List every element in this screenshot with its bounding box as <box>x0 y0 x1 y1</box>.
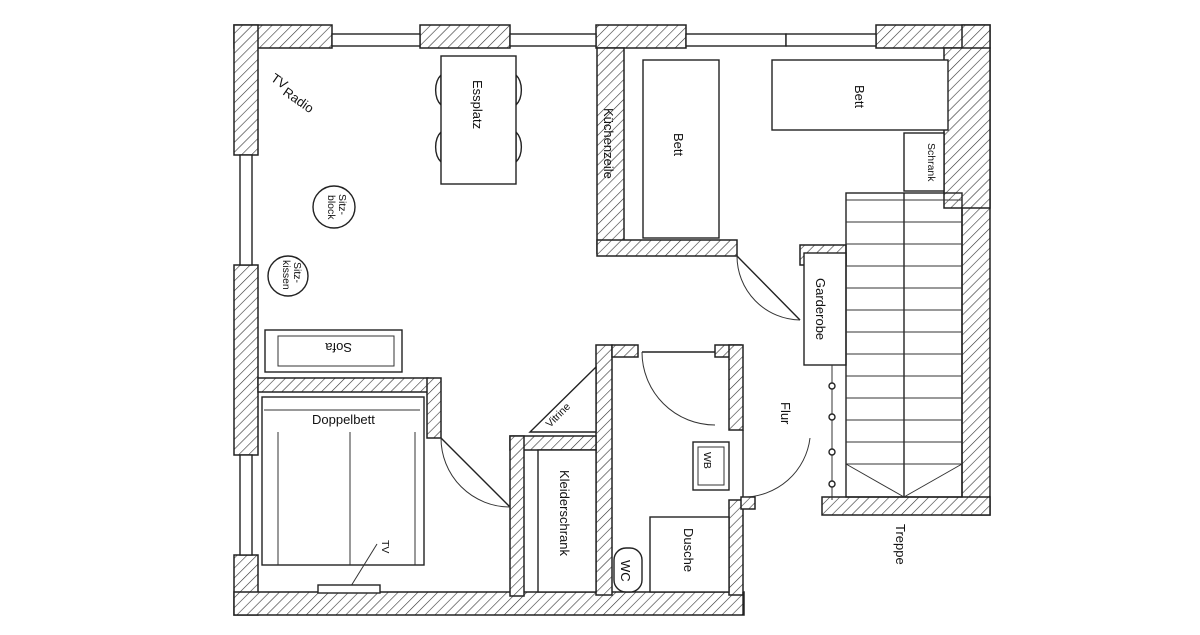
staircase <box>845 192 963 498</box>
tv-pointer <box>350 543 378 587</box>
dining-table <box>434 55 523 185</box>
bed-left <box>642 59 720 239</box>
bed-right <box>771 59 949 131</box>
kuechenzeile-label: Küchenzeile <box>601 108 616 179</box>
bett-left-label: Bett <box>671 133 686 157</box>
tv-bed-label: TV <box>379 540 391 553</box>
wardrobe-small <box>903 132 945 192</box>
bett-right-label: Bett <box>852 85 867 109</box>
double-bed <box>261 396 425 566</box>
sitzkissen-label-1: Sitz- <box>291 262 303 284</box>
wb-label: WB <box>701 452 713 469</box>
doors <box>440 255 811 508</box>
dusche-label: Dusche <box>681 528 696 572</box>
wardrobe <box>537 449 597 593</box>
sitzkissen-label-2: kissen <box>280 260 292 290</box>
sitzblock-label-2: block <box>325 195 337 220</box>
sitzblock-label-1: Sitz- <box>336 194 348 216</box>
tv-stand <box>317 584 381 594</box>
coat-hooks <box>828 365 836 500</box>
esspatz-label: Essplatz <box>470 80 485 129</box>
seating-block <box>312 185 356 229</box>
seat-cushion <box>267 255 309 297</box>
wc-label: WC <box>618 560 633 582</box>
coat-rack <box>803 252 847 366</box>
wash-basin <box>692 441 730 491</box>
toilet <box>613 547 643 593</box>
interior-walls <box>257 47 847 597</box>
kleiderschrank-label: Kleiderschrank <box>557 470 572 556</box>
sofa <box>264 329 403 373</box>
garderobe-label: Garderobe <box>813 278 828 340</box>
doppelbett-label: Doppelbett <box>312 412 375 427</box>
flur-label: Flur <box>778 402 793 425</box>
schrank-label: Schrank <box>925 143 937 182</box>
sofa-label: Sofa <box>324 340 352 355</box>
outer-walls <box>233 24 991 616</box>
display-cabinet <box>528 365 597 433</box>
treppe-label: Treppe <box>893 524 908 565</box>
shower <box>649 516 730 593</box>
